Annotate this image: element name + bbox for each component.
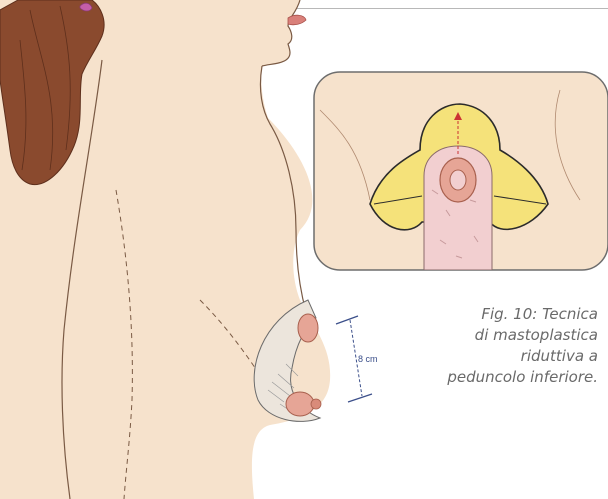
lips <box>288 15 306 25</box>
nipple-original <box>298 314 318 342</box>
caption-line: Fig. 10: Tecnica <box>398 304 598 325</box>
caption-line: peduncolo inferiore. <box>398 367 598 388</box>
nipple-lower <box>286 392 314 416</box>
figure-caption: Fig. 10: Tecnica di mastoplastica ridutt… <box>398 304 598 388</box>
caption-line: riduttiva a <box>398 346 598 367</box>
inset-detail <box>314 72 608 270</box>
measurement-marker: 8 cm <box>336 316 378 402</box>
measurement-label: 8 cm <box>358 354 378 364</box>
nipple-tip <box>311 399 321 409</box>
caption-line: di mastoplastica <box>398 325 598 346</box>
hair-tie <box>80 3 92 11</box>
